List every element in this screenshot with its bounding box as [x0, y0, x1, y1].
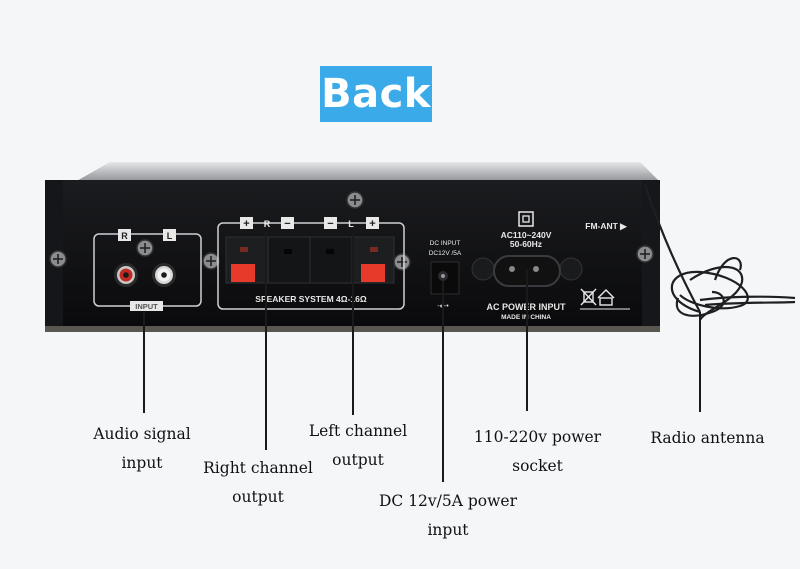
back-title-badge: Back — [320, 66, 432, 122]
rca-jack-left-icon — [152, 263, 176, 287]
callout-left-output: Left channel output — [298, 417, 418, 475]
svg-text:DC12V /5A: DC12V /5A — [429, 250, 462, 257]
callout-line: input — [427, 521, 469, 539]
antenna-wire — [643, 184, 796, 321]
double-insulation-icon — [518, 211, 534, 227]
callout-audio-input: Audio signal input — [82, 420, 202, 478]
callout-line: DC 12v/5A power — [378, 492, 517, 510]
svg-text:−: − — [284, 218, 290, 230]
svg-text:FM-ANT ▶: FM-ANT ▶ — [585, 221, 628, 231]
svg-text:50-60Hz: 50-60Hz — [510, 239, 542, 249]
svg-text:+: + — [243, 218, 249, 230]
svg-text:INPUT: INPUT — [135, 302, 158, 311]
callout-right-output: Right channel output — [198, 454, 318, 512]
svg-text:−: − — [327, 218, 333, 230]
svg-text:R: R — [121, 231, 128, 241]
callout-line: output — [232, 488, 284, 506]
callout-line: 110-220v power — [473, 428, 602, 446]
callout-dc-input: DC 12v/5A power input — [373, 487, 523, 545]
svg-text:SPEAKER SYSTEM 4Ω-16Ω: SPEAKER SYSTEM 4Ω-16Ω — [255, 294, 367, 304]
callout-line: Radio antenna — [650, 429, 765, 447]
callout-ac-socket: 110-220v power socket — [470, 423, 605, 481]
callout-line: input — [121, 454, 163, 472]
callout-line: Left channel — [308, 422, 408, 440]
callout-line: Audio signal — [93, 425, 191, 443]
indoor-use-house-icon — [597, 289, 615, 306]
speaker-terminal-block — [225, 236, 395, 284]
speaker-section-outline — [217, 222, 405, 310]
svg-text:DC INPUT: DC INPUT — [430, 240, 461, 247]
svg-text:L: L — [348, 219, 354, 229]
callout-line: Right channel — [203, 459, 313, 477]
rca-jack-right-icon — [114, 263, 138, 287]
svg-text:L: L — [167, 231, 173, 241]
dc-jack-icon — [430, 261, 460, 295]
callout-line: socket — [512, 457, 563, 475]
svg-text:AC110~240V: AC110~240V — [501, 230, 552, 240]
svg-text:+: + — [369, 218, 375, 230]
weee-bin-icon — [580, 288, 597, 306]
callout-antenna: Radio antenna — [645, 424, 770, 453]
red-terminal-button — [361, 264, 385, 282]
red-terminal-button — [231, 264, 255, 282]
svg-text:R: R — [264, 219, 271, 229]
callout-line: output — [332, 451, 384, 469]
